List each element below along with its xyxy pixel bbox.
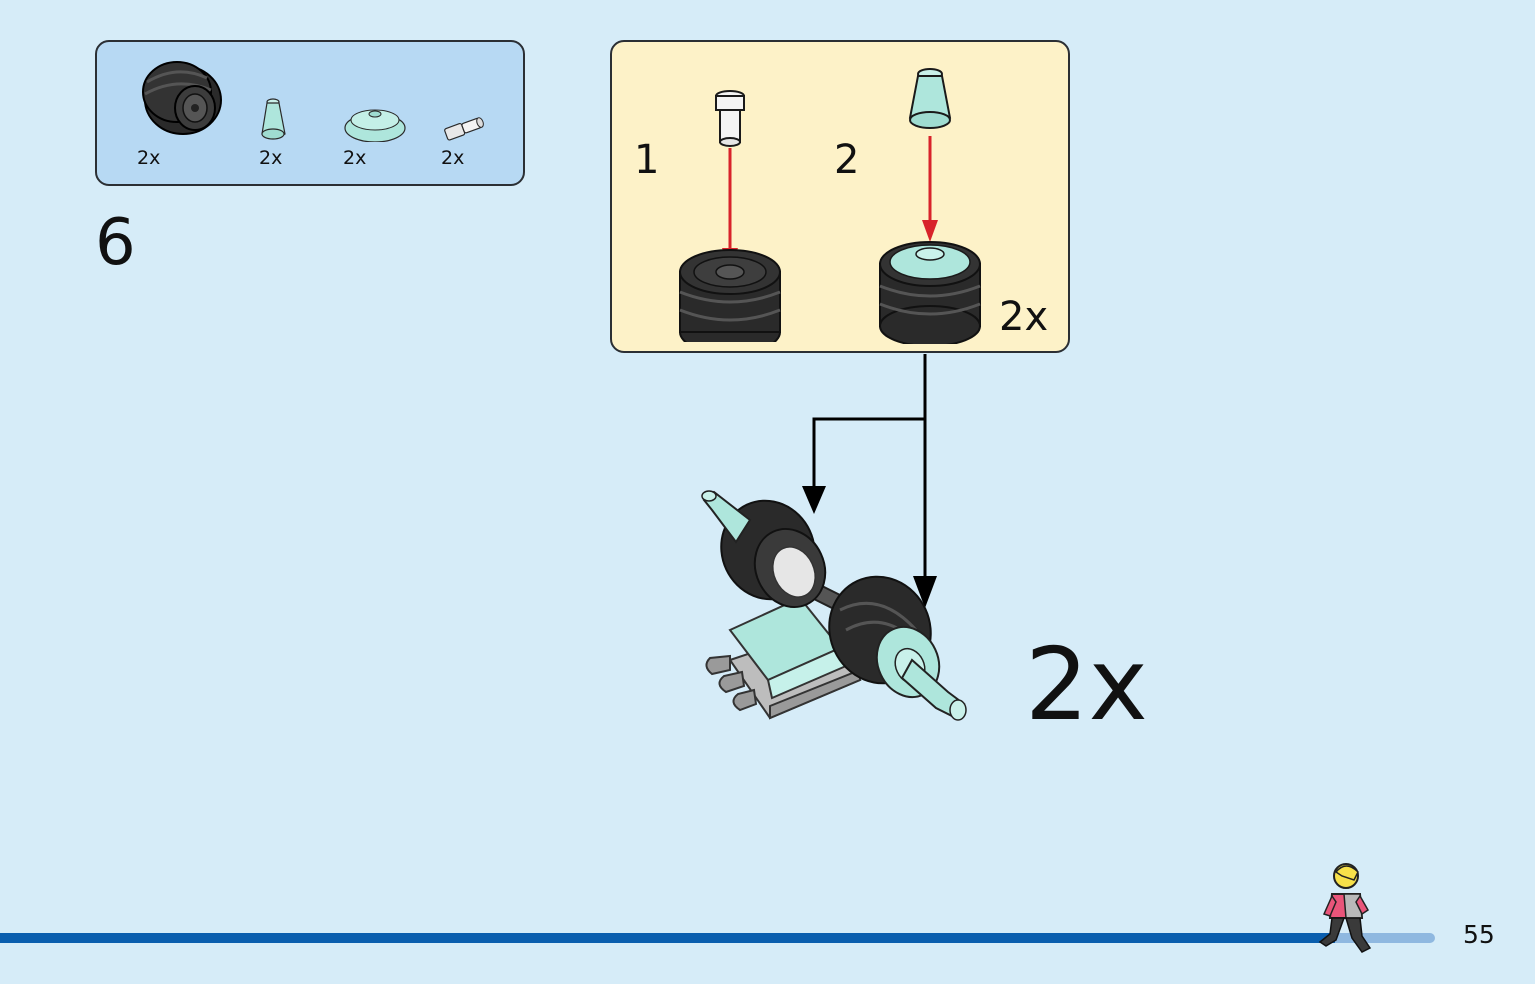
sub-assembly-qty: 2x xyxy=(999,294,1049,340)
axle-assembly-icon xyxy=(701,490,967,721)
parts-list-item: 2x xyxy=(259,42,359,182)
connector-pin-icon xyxy=(444,117,484,141)
parts-list-item: 2x xyxy=(343,42,443,182)
parts-list-box: 2x 2x 2x 2x xyxy=(95,40,525,186)
sub-assembly-callout: 1 2 2x xyxy=(610,40,1070,353)
trans-round-dish-icon xyxy=(344,109,406,143)
part-qty: 2x xyxy=(259,147,283,169)
sub-step-number: 2 xyxy=(834,137,860,183)
cone-onto-wheel-icon xyxy=(879,68,981,344)
parts-list-item: 2x xyxy=(441,42,541,182)
page-number: 55 xyxy=(1463,920,1495,949)
progress-bar xyxy=(0,933,1435,943)
build-qty: 2x xyxy=(1025,626,1148,743)
part-qty: 2x xyxy=(441,147,465,169)
part-qty: 2x xyxy=(343,147,367,169)
parts-list-item: 2x xyxy=(137,42,237,182)
tire-wheel-icon xyxy=(142,61,222,135)
part-qty: 2x xyxy=(137,147,161,169)
trans-cone-icon xyxy=(261,98,286,140)
pin-into-wheel-icon xyxy=(679,90,781,342)
step-number: 6 xyxy=(95,206,136,280)
minifigure-progress-marker-icon xyxy=(1318,863,1372,953)
sub-step-number: 1 xyxy=(634,137,660,183)
progress-fill xyxy=(0,933,1335,943)
